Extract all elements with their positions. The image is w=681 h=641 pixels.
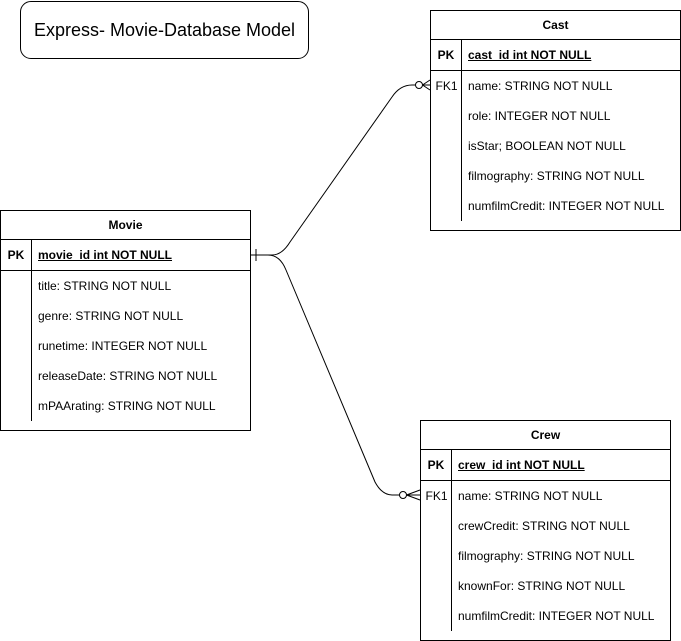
zero-or-many-marker-cast: [415, 79, 431, 91]
pk-label: PK: [431, 40, 462, 70]
attribute-row: FK1 name: STRING NOT NULL: [421, 481, 670, 511]
entity-name: Movie: [1, 211, 250, 240]
attribute-row: runetime: INTEGER NOT NULL: [1, 331, 250, 361]
attribute-list: FK1 name: STRING NOT NULL crewCredit: STR…: [421, 481, 670, 631]
attribute-field: role: INTEGER NOT NULL: [468, 109, 611, 123]
fk-label: FK1: [435, 79, 458, 93]
attribute-field: mPAArating: STRING NOT NULL: [38, 399, 216, 413]
attribute-field: filmography: STRING NOT NULL: [458, 549, 635, 563]
primary-key-row: PK cast_id int NOT NULL: [431, 40, 680, 71]
primary-key-row: PK crew_id int NOT NULL: [421, 450, 670, 481]
pk-label: PK: [1, 240, 32, 270]
attribute-field: runetime: INTEGER NOT NULL: [38, 339, 208, 353]
attribute-field: numfilmCredit: INTEGER NOT NULL: [458, 609, 655, 623]
attribute-row: releaseDate: STRING NOT NULL: [1, 361, 250, 391]
attribute-row: knownFor: STRING NOT NULL: [421, 571, 670, 601]
primary-key-row: PK movie_id int NOT NULL: [1, 240, 250, 271]
attribute-row: filmography: STRING NOT NULL: [431, 161, 680, 191]
attribute-field: name: STRING NOT NULL: [468, 79, 613, 93]
entity-movie[interactable]: Movie PK movie_id int NOT NULL title: ST…: [0, 210, 251, 431]
relationship-line-movie-crew: [251, 254, 420, 496]
attribute-field: filmography: STRING NOT NULL: [468, 169, 645, 183]
attribute-row: isStar; BOOLEAN NOT NULL: [431, 131, 680, 161]
zero-or-many-marker-crew: [399, 489, 421, 501]
relationship-line-movie-cast: [251, 84, 430, 256]
pk-field: crew_id int NOT NULL: [458, 458, 585, 472]
entity-crew[interactable]: Crew PK crew_id int NOT NULL FK1 name: ST…: [420, 420, 671, 641]
pk-label: PK: [421, 450, 452, 480]
entity-cast[interactable]: Cast PK cast_id int NOT NULL FK1 name: ST…: [430, 10, 681, 231]
attribute-field: name: STRING NOT NULL: [458, 489, 603, 503]
attribute-list: FK1 name: STRING NOT NULL role: INTEGER N…: [431, 71, 680, 221]
attribute-field: title: STRING NOT NULL: [38, 279, 172, 293]
attribute-field: numfilmCredit: INTEGER NOT NULL: [468, 199, 665, 213]
attribute-field: releaseDate: STRING NOT NULL: [38, 369, 218, 383]
attribute-field: isStar; BOOLEAN NOT NULL: [468, 139, 626, 153]
attribute-row: filmography: STRING NOT NULL: [421, 541, 670, 571]
pk-field: cast_id int NOT NULL: [468, 48, 592, 62]
entity-name: Cast: [431, 11, 680, 40]
attribute-row: genre: STRING NOT NULL: [1, 301, 250, 331]
entity-name: Crew: [421, 421, 670, 450]
attribute-field: genre: STRING NOT NULL: [38, 309, 184, 323]
attribute-row: crewCredit: STRING NOT NULL: [421, 511, 670, 541]
attribute-row: FK1 name: STRING NOT NULL: [431, 71, 680, 101]
diagram-title: Express- Movie-Database Model: [20, 1, 309, 59]
attribute-row: numfilmCredit: INTEGER NOT NULL: [421, 601, 670, 631]
attribute-row: numfilmCredit: INTEGER NOT NULL: [431, 191, 680, 221]
attribute-field: knownFor: STRING NOT NULL: [458, 579, 626, 593]
attribute-row: role: INTEGER NOT NULL: [431, 101, 680, 131]
attribute-row: mPAArating: STRING NOT NULL: [1, 391, 250, 421]
attribute-field: crewCredit: STRING NOT NULL: [458, 519, 630, 533]
pk-field: movie_id int NOT NULL: [38, 248, 173, 262]
fk-label: FK1: [425, 489, 448, 503]
attribute-row: title: STRING NOT NULL: [1, 271, 250, 301]
attribute-list: title: STRING NOT NULL genre: STRING NOT…: [1, 271, 250, 421]
